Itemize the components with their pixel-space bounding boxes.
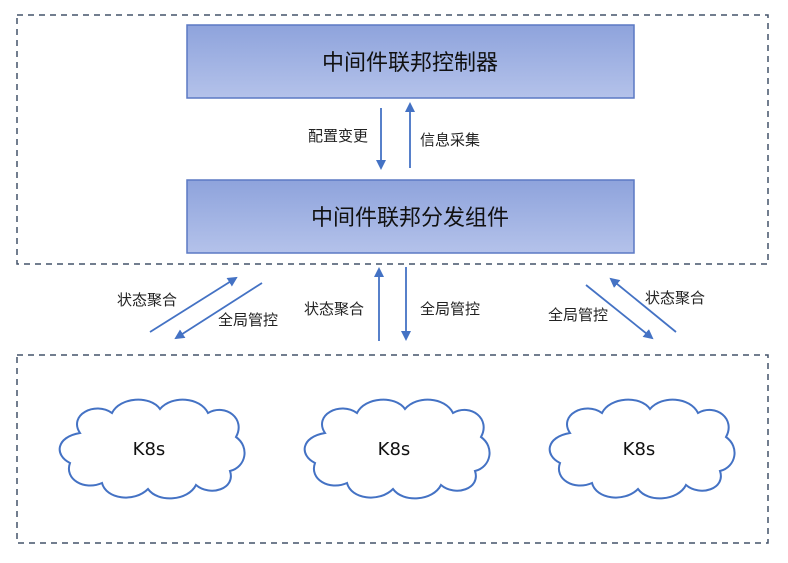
k8s-cluster-label-2: K8s — [378, 439, 411, 460]
k8s-cluster-cloud-3: K8s — [548, 398, 736, 500]
k8s-cluster-cloud-1: K8s — [58, 398, 246, 500]
k8s-cluster-cloud-2: K8s — [303, 398, 491, 500]
info-collect-label: 信息采集 — [420, 131, 480, 149]
config-change-label: 配置变更 — [308, 127, 368, 145]
control-plane-boundary — [16, 14, 769, 265]
controller-box: 中间件联邦控制器 — [186, 24, 635, 99]
cluster-plane-boundary — [16, 354, 769, 544]
dispatcher-label: 中间件联邦分发组件 — [311, 206, 509, 231]
right-global-control-arrow — [585, 284, 654, 340]
left-state-aggregate-label: 状态聚合 — [117, 291, 177, 309]
right-state-aggregate-arrow — [609, 277, 677, 333]
right-global-control-label: 全局管控 — [548, 306, 608, 324]
k8s-cluster-label-1: K8s — [133, 439, 166, 460]
middle-state-aggregate-label: 状态聚合 — [304, 300, 364, 318]
left-state-aggregate-arrow — [149, 276, 238, 333]
controller-label: 中间件联邦控制器 — [322, 51, 498, 76]
middle-global-control-label: 全局管控 — [420, 300, 480, 318]
left-global-control-arrow — [174, 282, 263, 340]
k8s-cluster-label-3: K8s — [623, 439, 656, 460]
left-global-control-label: 全局管控 — [218, 311, 278, 329]
right-state-aggregate-label: 状态聚合 — [645, 289, 705, 307]
dispatcher-box: 中间件联邦分发组件 — [186, 179, 635, 254]
